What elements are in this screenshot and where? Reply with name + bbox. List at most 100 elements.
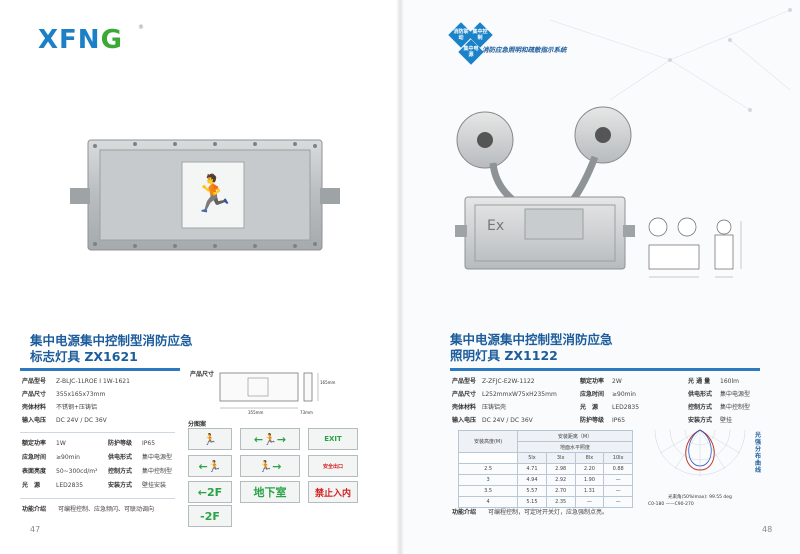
registered-mark: ® xyxy=(138,24,144,31)
dim-height: 165mm xyxy=(320,380,336,385)
spec-value: 1W xyxy=(56,440,66,447)
sign-exit-icon: 🏃 xyxy=(188,428,232,450)
table-cell: 4 xyxy=(457,496,519,508)
page-number-right: 48 xyxy=(762,525,773,534)
spec-key: 壳体材料 xyxy=(452,404,477,411)
brand-logo: XFNG xyxy=(38,25,123,55)
polar-distribution-diagram xyxy=(654,429,746,477)
spec-value: 壁挂安装 xyxy=(142,482,167,489)
spec-key: 光 源 xyxy=(580,404,599,411)
spec-row: 产品尺寸 355x165x73mm xyxy=(22,389,105,398)
spec-row: 壳体材料压铸铝壳 xyxy=(452,402,506,411)
network-background xyxy=(550,8,792,112)
table-cell: 0.88 xyxy=(603,463,633,475)
table-col: 8lx xyxy=(574,452,605,464)
table-cell: — xyxy=(603,496,633,508)
spec-row: 产品型号 Z-ZFJC-E2W-1122 xyxy=(452,376,535,385)
table-col: 3lx xyxy=(545,452,576,464)
divider xyxy=(20,432,175,433)
spec-key: 产品型号 xyxy=(452,378,477,385)
spec-key: 输入电压 xyxy=(22,417,47,424)
table-cell: 2.70 xyxy=(545,485,576,497)
sign-floor-2f: ←2F xyxy=(188,481,232,503)
divider xyxy=(20,498,175,499)
table-cell: 2.35 xyxy=(545,496,576,508)
dimension-drawing xyxy=(219,372,319,409)
table-cell: 2.20 xyxy=(574,463,605,475)
spec-value: 355x165x73mm xyxy=(56,391,106,398)
sign-exit-text: EXIT xyxy=(308,428,358,450)
left-title-bar xyxy=(20,368,180,371)
table-cell: — xyxy=(603,474,633,486)
table-header-distance: 安装距离（M） xyxy=(517,430,633,442)
product-image-twin-light: Ex xyxy=(455,106,635,270)
spec-key: 安装方式 xyxy=(688,417,713,424)
polar-note-curves: C0-180 ——C90-270 xyxy=(648,502,694,507)
table-cell: — xyxy=(574,496,605,508)
spec-key: 壳体材料 xyxy=(22,404,47,411)
spec-key: 应急时间 xyxy=(580,391,605,398)
spec-value: Z-ZFJC-E2W-1122 xyxy=(482,378,535,385)
table-cell: 2.5 xyxy=(457,463,519,475)
table-cell: 3.5 xyxy=(457,485,519,497)
table-cell: 4.94 xyxy=(517,474,547,486)
table-cell: 1.90 xyxy=(574,474,605,486)
left-page: XFNG ® 🏃 集中电源集中控制型消防应急 标志灯具 ZX1621 xyxy=(0,0,400,554)
spec-value: 集中电源型 xyxy=(720,391,751,398)
spec-value: DC 24V / DC 36V xyxy=(56,417,107,424)
sign-basement: 地下室 xyxy=(240,481,300,503)
spec-value: 集中电源型 xyxy=(142,454,173,461)
spec-key: 输入电压 xyxy=(452,417,477,424)
spec-value: ≥90min xyxy=(612,391,636,398)
spec-row: 光 通 量 160lm xyxy=(688,376,739,385)
spec-value: 50~300cd/m² xyxy=(56,468,98,475)
patterns-label: 分图案 xyxy=(188,421,207,428)
table-cell: 5.57 xyxy=(517,485,547,497)
spec-row: 应急时间 ≥90min xyxy=(580,389,636,398)
sign-floor-minus2f: -2F xyxy=(188,505,232,527)
spec-value: 160lm xyxy=(720,378,739,385)
spec-value: 2W xyxy=(612,378,622,385)
sign-right-arrow-icon: 🏃→ xyxy=(240,455,300,477)
sign-double-arrow-icon: ←🏃→ xyxy=(240,428,300,450)
left-function: 功能介绍可编程控制、应急频闪、可联动调向 xyxy=(22,506,155,513)
spec-key: 产品尺寸 xyxy=(22,391,47,398)
spec-row: 额定功率 2W xyxy=(580,376,622,385)
spec-key: 安装方式 xyxy=(108,482,133,489)
spec-row: 壳体材料 不锈钢+压铸铝 xyxy=(22,402,97,411)
spec-row: 应急时间≥90min xyxy=(22,452,80,461)
table-cell: — xyxy=(603,485,633,497)
spec-row: 供电形式集中电源型 xyxy=(688,389,750,398)
series-title: 消防应急照明和疏散指示系统 xyxy=(482,46,567,54)
spec-key: 防护等级 xyxy=(580,417,605,424)
page-gutter xyxy=(396,0,404,554)
table-cell: 4.71 xyxy=(517,463,547,475)
right-title: 集中电源集中控制型消防应急 照明灯具 ZX1122 xyxy=(450,332,613,363)
svg-text:🏃: 🏃 xyxy=(191,173,236,215)
spec-key: 产品型号 xyxy=(22,378,47,385)
spec-key: 额定功率 xyxy=(580,378,605,385)
page-number-left: 47 xyxy=(30,525,41,534)
polar-caption: 光强分布曲线 xyxy=(755,432,762,474)
table-cell: 2.92 xyxy=(545,474,576,486)
spec-key: 光 通 量 xyxy=(688,378,711,385)
spec-key: 控制方式 xyxy=(688,404,713,411)
spec-key: 控制方式 xyxy=(108,468,133,475)
sign-safety-exit: 安全出口 xyxy=(308,455,358,477)
spec-key: 供电形式 xyxy=(688,391,713,398)
table-cell: 5.15 xyxy=(517,496,547,508)
side-dimension-drawing xyxy=(648,217,742,278)
table-header-lux: 地面水平照度 xyxy=(517,441,633,453)
spec-key: 防护等级 xyxy=(108,440,133,447)
spec-value: 不锈钢+压铸铝 xyxy=(56,404,98,411)
spec-value: 集中控制型 xyxy=(142,468,173,475)
